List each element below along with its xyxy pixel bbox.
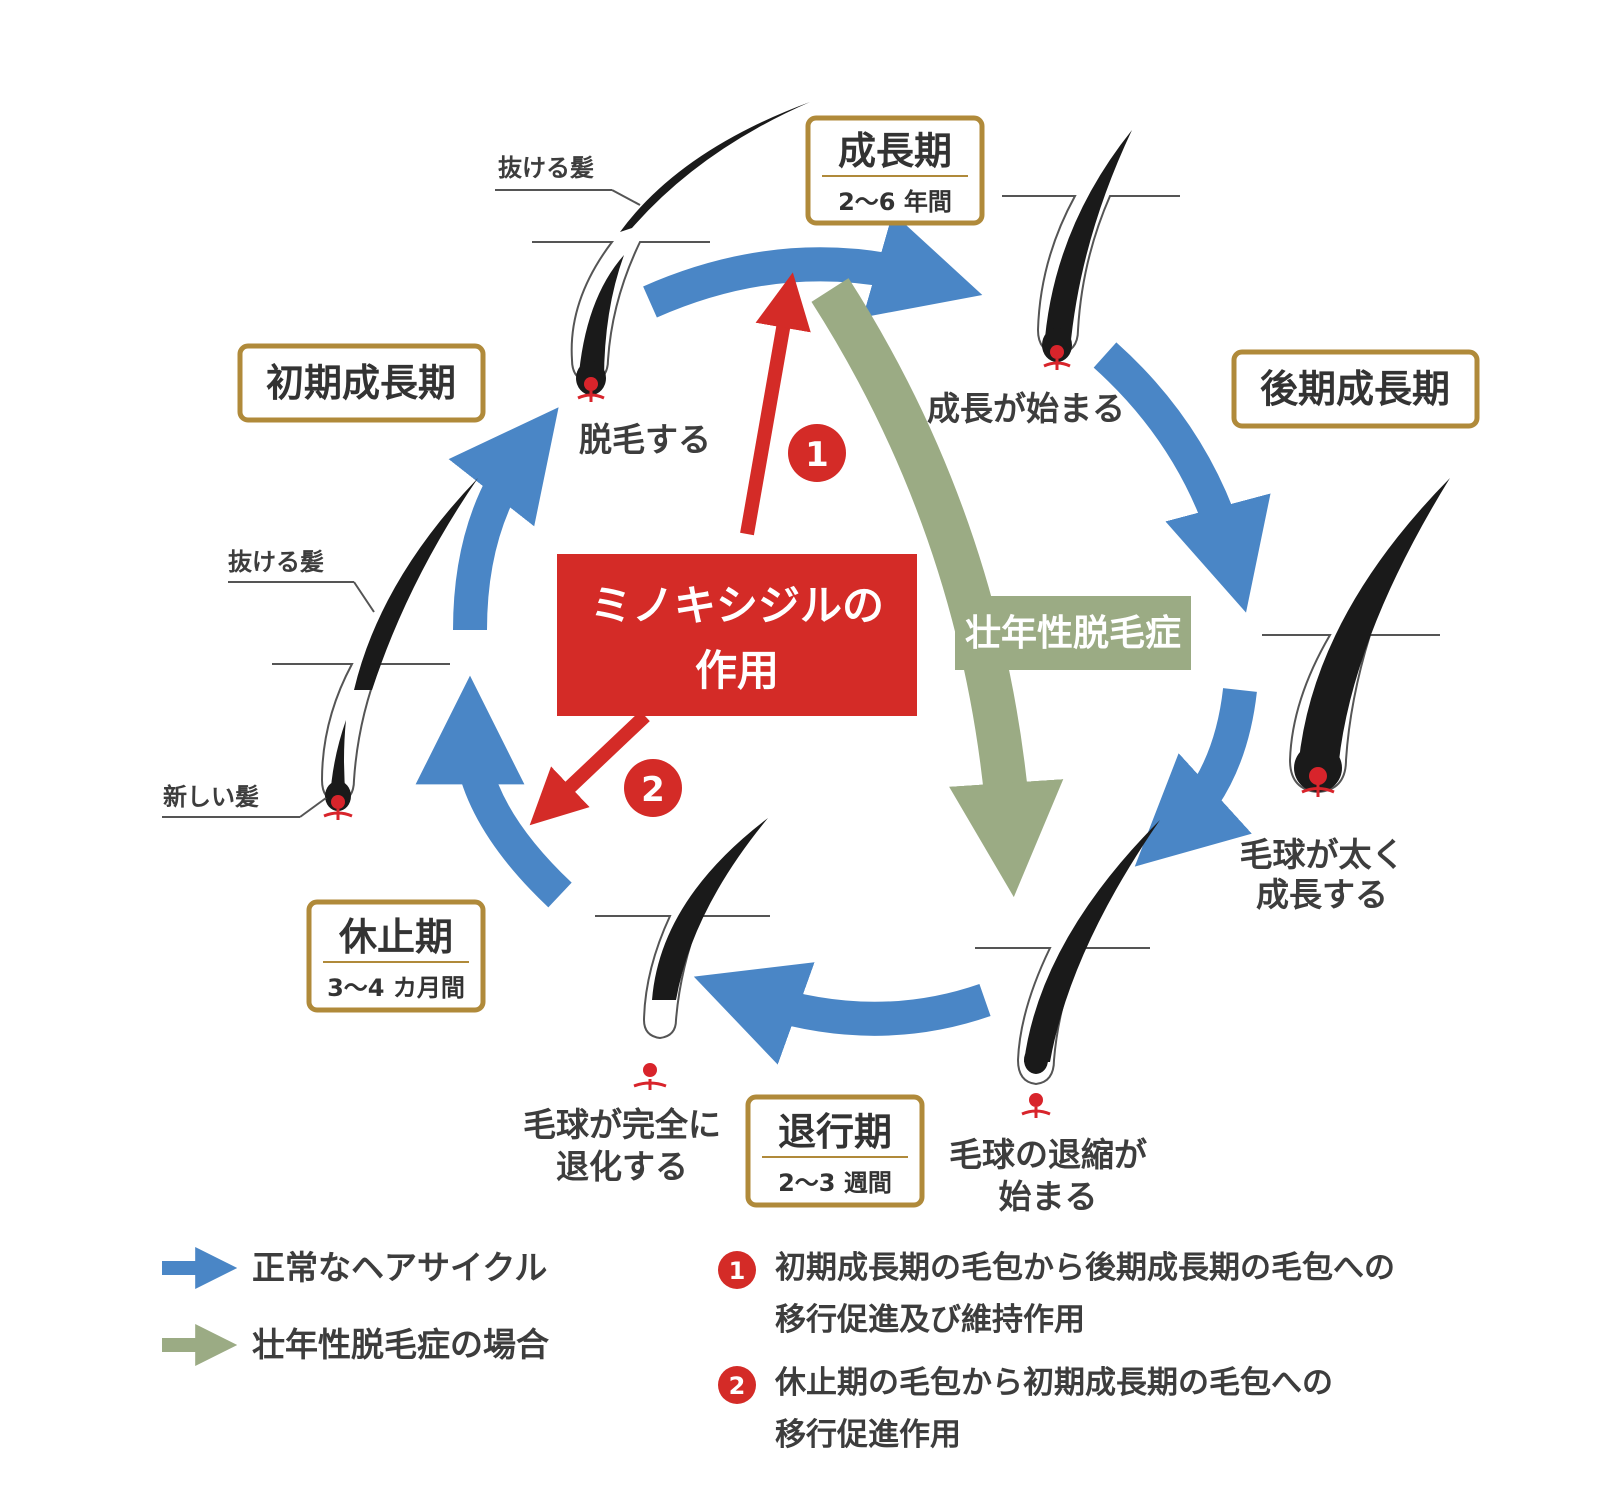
follicle-catagen-start [975, 820, 1160, 1118]
legend-marker-2-label: 2 [729, 1372, 746, 1400]
hair-catagen [1024, 820, 1160, 1062]
marker-2 [624, 759, 682, 817]
phase-title-telogen: 休止期 [338, 915, 453, 959]
aga-arrow [811, 278, 1064, 898]
legend-marker-1-label: 1 [729, 1257, 746, 1285]
phase-duration-catagen: 2〜3 週間 [778, 1169, 892, 1197]
minoxidil-arrow-1 [740, 272, 811, 536]
follicle-late-anagen [1262, 478, 1450, 797]
label-falling-hair-top: 抜ける髪 [498, 154, 594, 182]
cycle-arrow-upper-left [448, 407, 559, 631]
marker-2-label: 2 [641, 770, 665, 810]
caption-bulb-shrink-1: 毛球の退縮が [949, 1135, 1147, 1174]
legend-note1-line2: 移行促進及び維持作用 [775, 1302, 1085, 1338]
minoxidil-line1: ミノキシジルの [590, 581, 884, 630]
follicle-regressed [595, 818, 770, 1090]
caption-bulb-thickens-2: 成長する [1256, 875, 1388, 914]
marker-1 [788, 424, 846, 482]
legend-note2-line2: 移行促進作用 [775, 1417, 961, 1453]
cycle-arrow-lower-right [1134, 687, 1257, 867]
marker-1-label: 1 [805, 435, 829, 475]
hair-new-left [330, 720, 346, 800]
minoxidil-arrow-2 [529, 710, 650, 826]
hair-regressed [652, 818, 768, 1000]
phase-box-anagen: 成長期 2〜6 年間 [805, 115, 985, 226]
caption-bulb-thickens-1: 毛球が太く [1240, 835, 1405, 874]
legend: 正常なヘアサイクル 壮年性脱毛症の場合 1 初期成長期の毛包から後期成長期の毛包… [162, 1247, 1395, 1453]
hair-late-anagen [1298, 478, 1450, 770]
legend-marker-2 [718, 1366, 756, 1404]
label-new-hair: 新しい髪 [163, 783, 259, 811]
phase-title-early-anagen: 初期成長期 [266, 361, 456, 405]
legend-marker-1 [718, 1251, 756, 1289]
legend-note1-line1: 初期成長期の毛包から後期成長期の毛包への [775, 1250, 1395, 1286]
caption-shedding: 脱毛する [579, 420, 711, 459]
normal-cycle-arrows [415, 212, 1271, 1065]
legend-normal-cycle: 正常なヘアサイクル [252, 1248, 547, 1287]
follicle-growth-start [1002, 130, 1180, 370]
label-falling-hair-left: 抜ける髪 [228, 548, 324, 576]
phase-duration-telogen: 3〜4 カ月間 [327, 974, 465, 1002]
aga-label-box [955, 596, 1191, 670]
follicle-telogen [162, 478, 478, 820]
follicle-shedding [495, 102, 810, 402]
phase-title-late-anagen: 後期成長期 [1260, 367, 1450, 411]
legend-aga-case: 壮年性脱毛症の場合 [252, 1325, 549, 1364]
hair-falling-top [620, 102, 810, 232]
caption-bulb-regress-1: 毛球が完全に [523, 1105, 721, 1144]
caption-bulb-regress-2: 退化する [556, 1147, 688, 1186]
minoxidil-line2: 作用 [695, 646, 779, 695]
phase-box-catagen: 退行期 2〜3 週間 [745, 1094, 925, 1208]
phase-title-anagen: 成長期 [838, 129, 952, 173]
caption-bulb-shrink-2: 始まる [999, 1177, 1098, 1216]
hair-anagen [1044, 130, 1132, 350]
caption-growth-starts: 成長が始まる [927, 389, 1125, 428]
phase-duration-anagen: 2〜6 年間 [838, 188, 952, 216]
legend-note2-line1: 休止期の毛包から初期成長期の毛包への [774, 1365, 1333, 1401]
phase-title-catagen: 退行期 [778, 1110, 892, 1154]
hair-falling-left [354, 478, 478, 690]
aga-label: 壮年性脱毛症 [965, 613, 1181, 654]
cycle-arrow-top [643, 212, 983, 318]
phase-box-early-anagen: 初期成長期 [237, 343, 486, 423]
cycle-arrow-bottom [693, 962, 991, 1065]
cycle-arrow-upper-right [1093, 342, 1271, 613]
minoxidil-box [557, 554, 917, 716]
cycle-arrow-lower-left [415, 675, 572, 908]
phase-box-late-anagen: 後期成長期 [1231, 349, 1480, 429]
phase-box-telogen: 休止期 3〜4 カ月間 [306, 899, 486, 1013]
hair-new-top [578, 255, 624, 385]
